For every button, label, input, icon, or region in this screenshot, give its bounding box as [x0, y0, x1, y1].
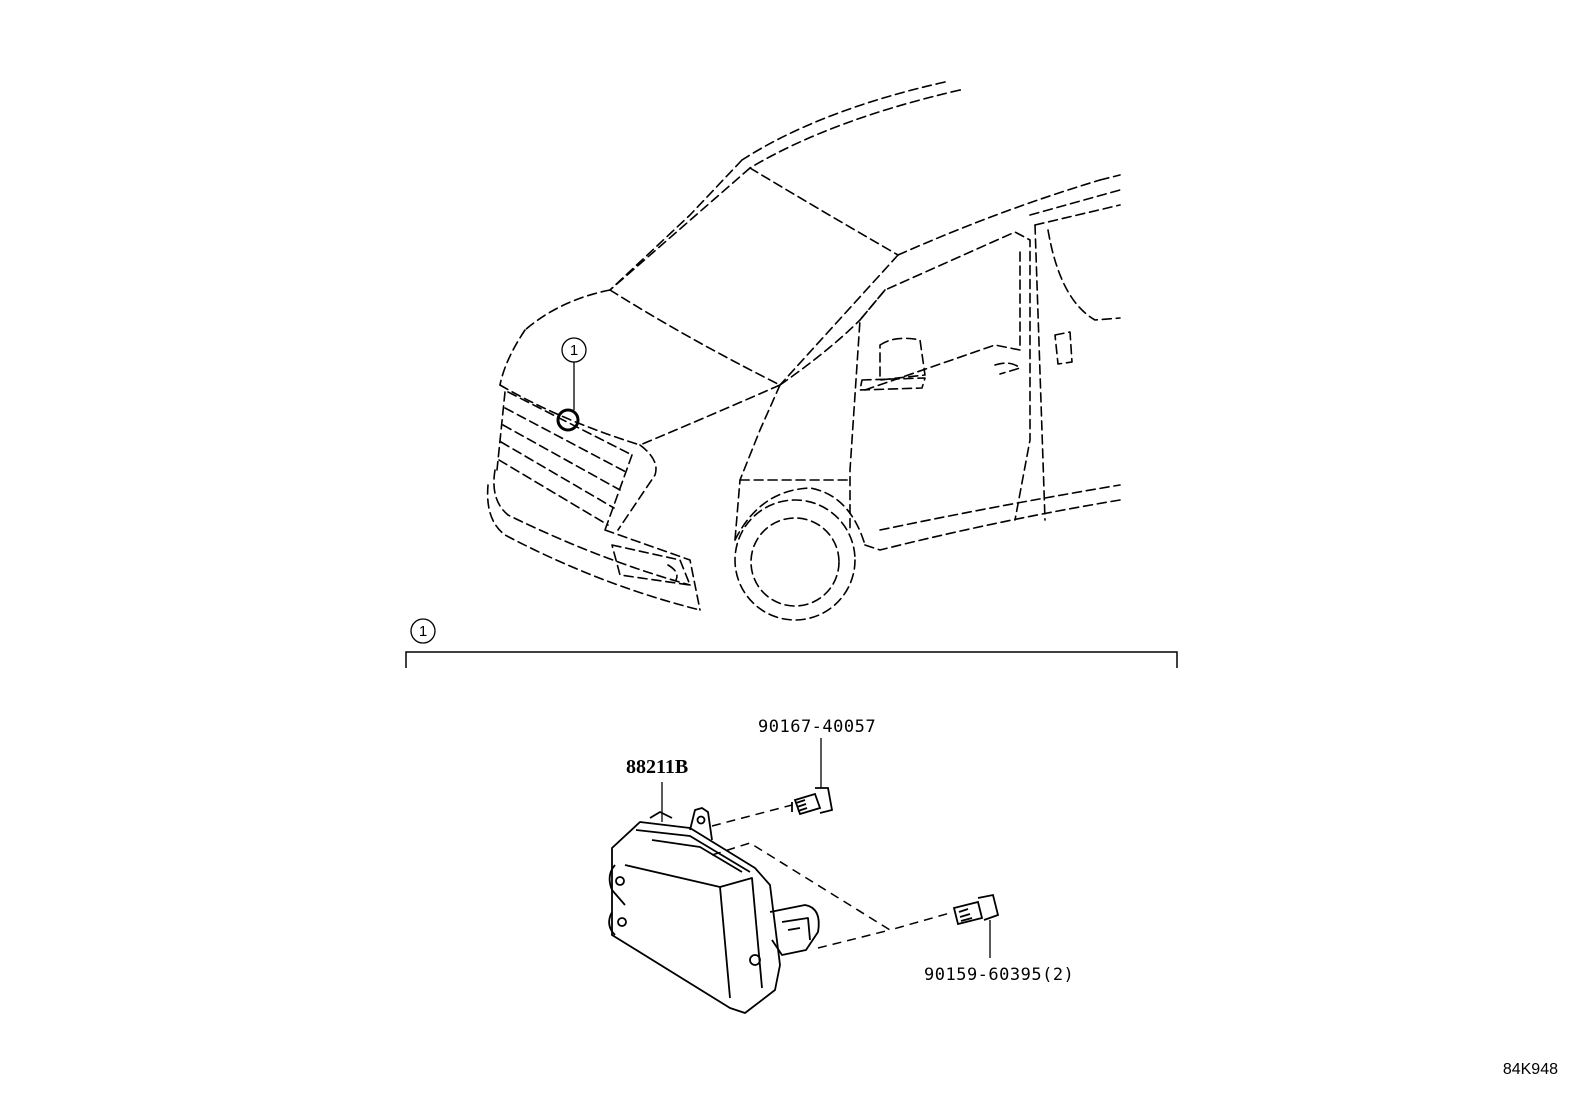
- bottom-bolt-illustration: [952, 893, 1000, 958]
- vehicle-callout-number: 1: [570, 342, 578, 359]
- diagram-id-label: 84K948: [1503, 1061, 1558, 1078]
- vehicle-illustration: [486, 81, 1121, 621]
- top-bolt-part-number-label[interactable]: 90167-40057: [758, 717, 876, 737]
- assembly-guide-lines: [711, 804, 951, 949]
- assembly-bracket: [405, 651, 1178, 668]
- vehicle-callout: 1: [561, 337, 587, 410]
- sensor-part-number-label[interactable]: 88211B: [626, 756, 688, 778]
- assembly-callout: 1: [410, 618, 436, 644]
- bottom-bolt-part-number-label[interactable]: 90159-60395(2): [924, 965, 1074, 985]
- emblem-marker: [556, 408, 580, 432]
- radar-sensor-illustration: [608, 807, 820, 1014]
- top-bolt-illustration: [791, 738, 834, 816]
- assembly-callout-number: 1: [419, 623, 427, 640]
